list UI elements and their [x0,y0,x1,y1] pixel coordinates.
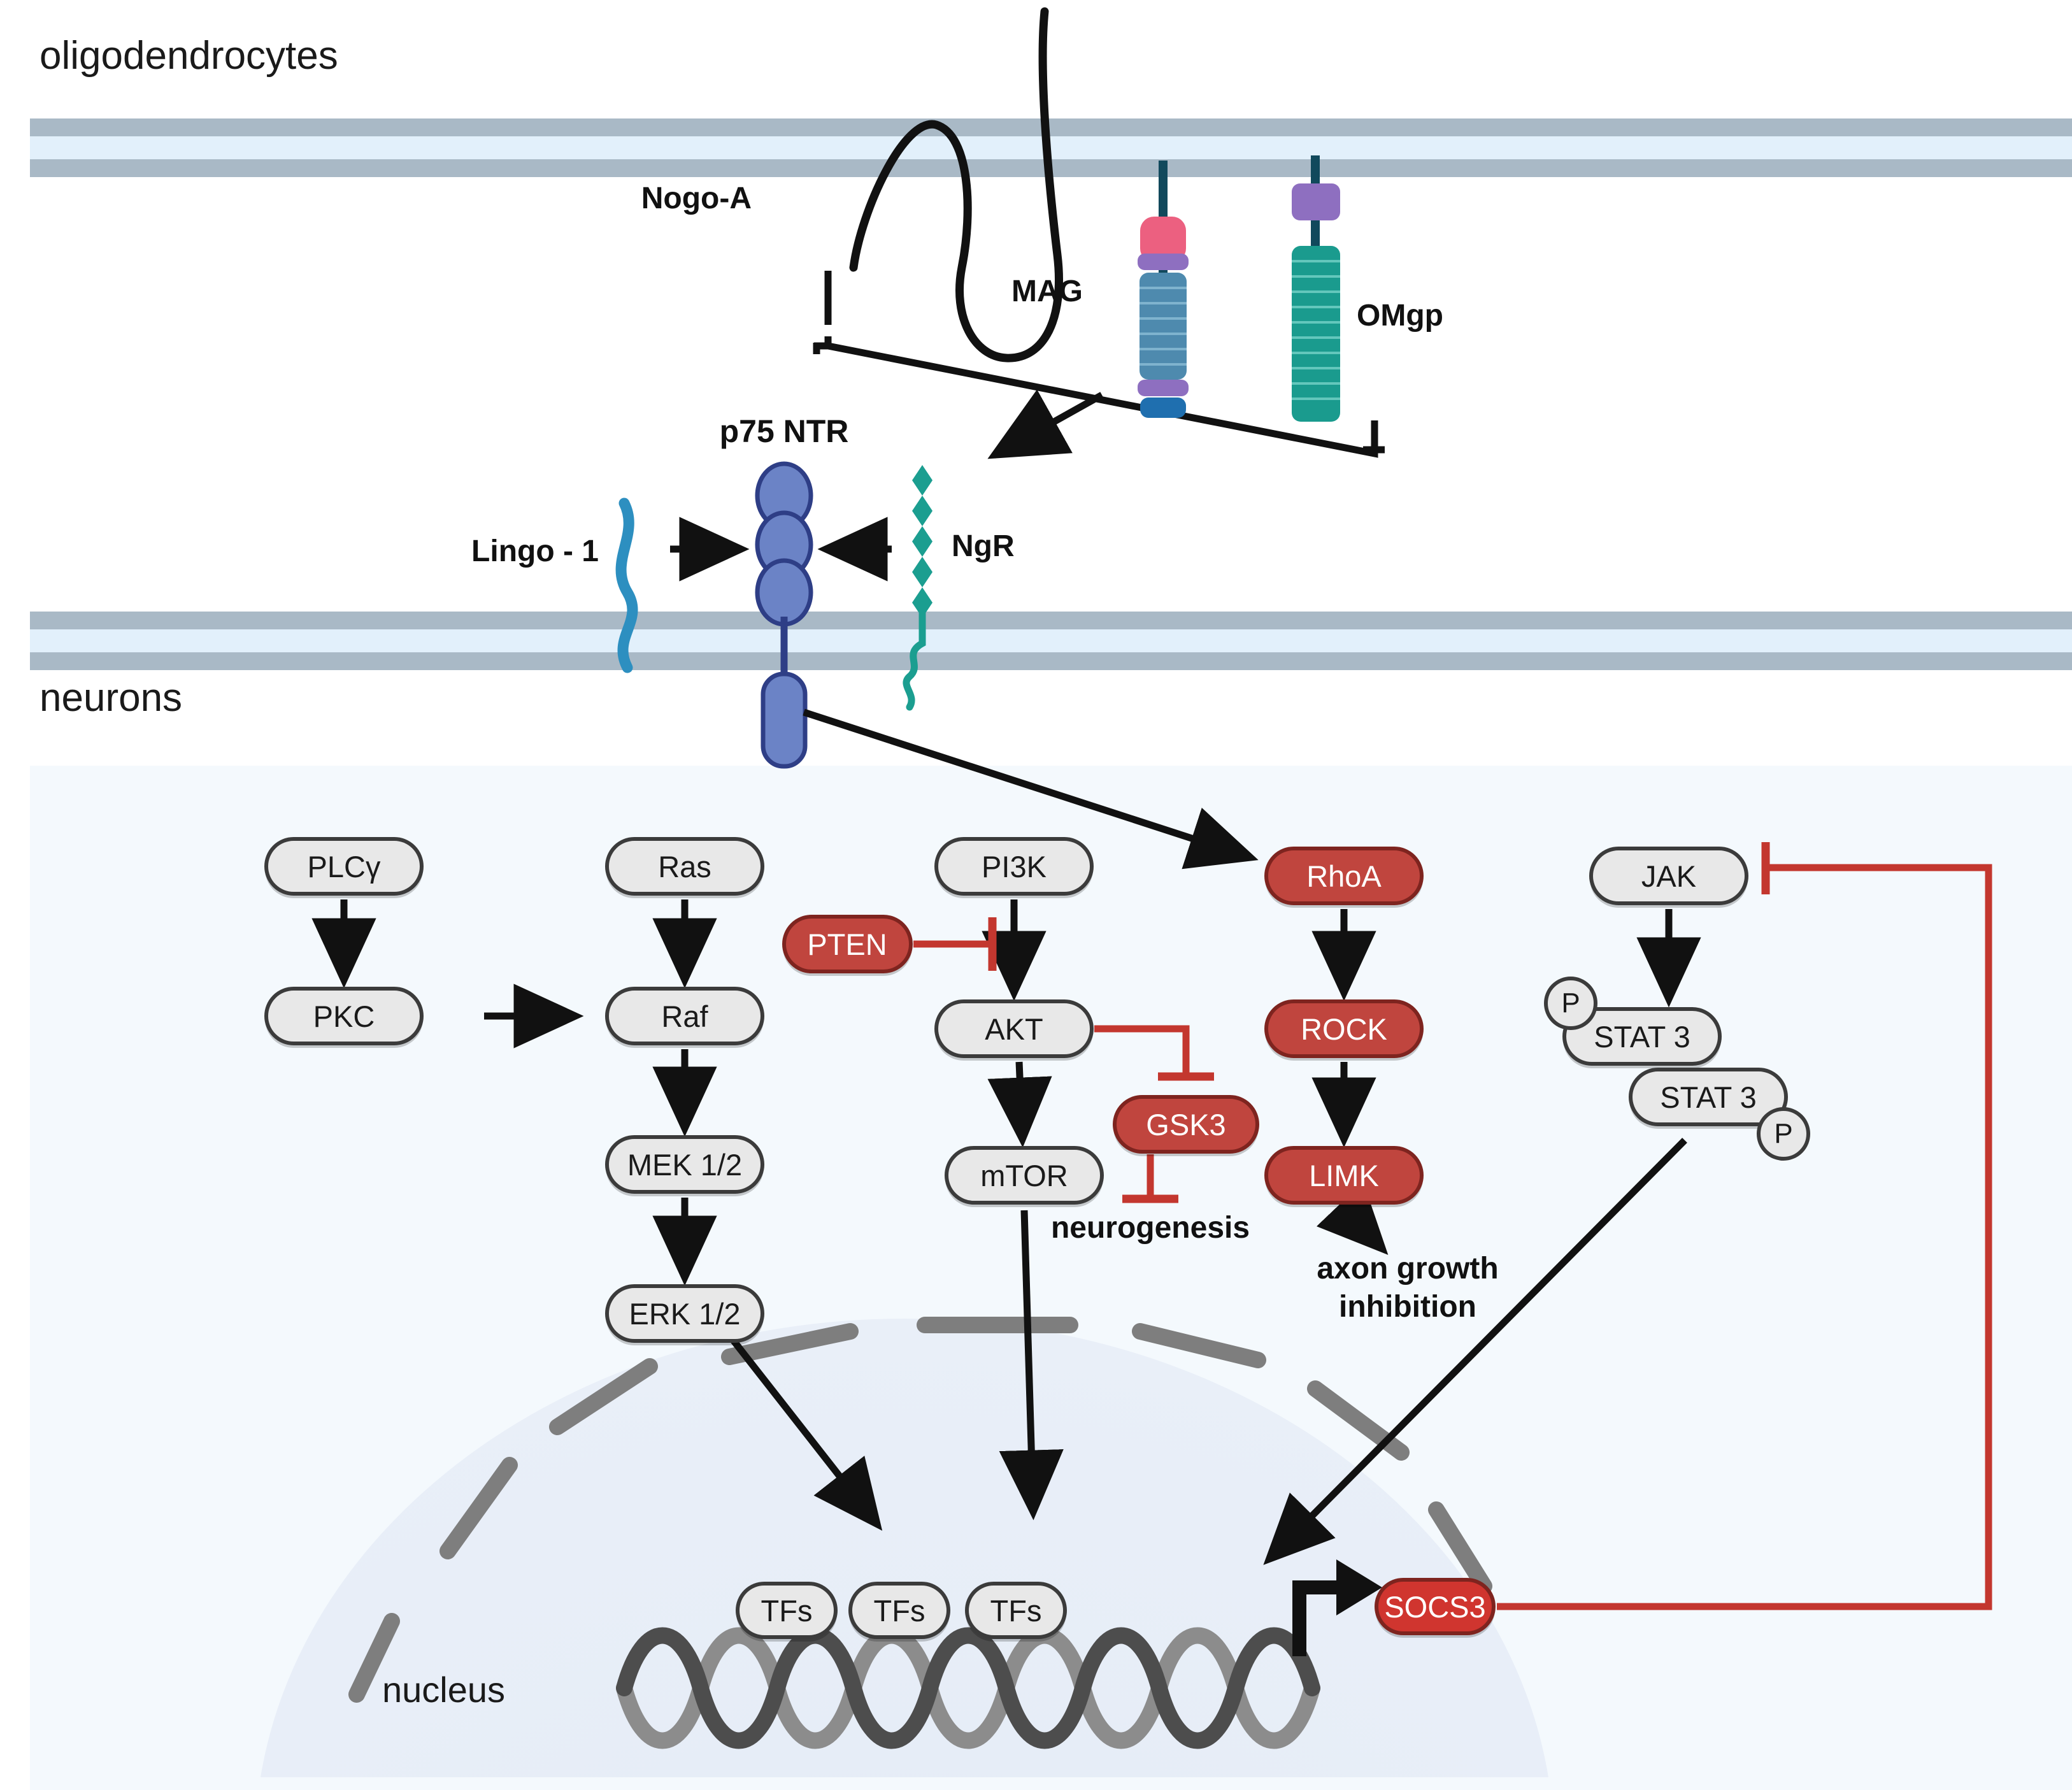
phospho-badge-p-left: P [1544,977,1597,1030]
nuclear-pore [1428,1501,1492,1594]
nogo-a-label: Nogo-A [641,182,752,215]
node-stat3b[interactable]: STAT 3 [1629,1068,1788,1126]
node-mtor[interactable]: mTOR [945,1146,1104,1205]
edge-socs3-inhibits-jak [1497,864,1992,1610]
dna-helix [616,1627,1320,1749]
node-label: STAT 3 [1660,1080,1757,1114]
node-label: STAT 3 [1594,1019,1690,1054]
promoter-arrow-icon [1292,1559,1382,1656]
neurogenesis-label: neurogenesis [1050,1211,1250,1245]
node-gsk3[interactable]: GSK3 [1113,1095,1259,1154]
dna-strand-front [616,1627,1320,1749]
node-label: RhoA [1306,859,1382,893]
inhibition-arrows [913,842,1992,1610]
ligand-convergence-bracket [813,343,1385,454]
lingo1-protein [615,498,638,673]
edge-akt-mtor [987,1061,1052,1148]
phospho-label: P [1774,1118,1793,1149]
node-socs3[interactable]: SOCS3 [1375,1578,1496,1635]
activation-arrows [311,899,1701,1565]
ngr-label: NgR [952,529,1015,563]
neuron-membrane [30,612,2072,670]
node-pi3k[interactable]: PI3K [934,837,1094,896]
node-akt[interactable]: AKT [934,999,1094,1058]
node-pkc[interactable]: PKC [264,987,424,1045]
node-label: PKC [313,999,375,1033]
node-label: PI3K [982,849,1047,884]
lingo1-label: Lingo - 1 [471,534,599,568]
neurons-label: neurons [39,676,183,720]
ligand-to-receptor-arrow [987,389,1104,459]
node-ras[interactable]: Ras [605,837,764,896]
ligand-convergence-line [814,336,1378,458]
node-plcg[interactable]: PLCγ [264,837,424,896]
nuclear-pore [439,1457,518,1559]
node-label: AKT [985,1012,1043,1046]
node-jak[interactable]: JAK [1589,847,1748,905]
p75ntr-receptor [755,461,813,769]
axon-growth-inhibition-label: axon growth inhibition [1317,1250,1498,1326]
node-label: Raf [661,999,708,1033]
node-label: mTOR [980,1158,1068,1192]
node-label: Ras [658,849,711,884]
node-label: TFs [990,1593,1042,1628]
edge-erk-nucleus [728,1335,883,1531]
node-label: PTEN [807,927,887,961]
node-label: MEK 1/2 [627,1147,743,1182]
edge-limk-axon [1316,1182,1389,1255]
node-limk[interactable]: LIMK [1264,1146,1424,1205]
nuclear-pore [549,1358,658,1435]
mag-label: MAG [1011,275,1083,308]
nuclear-pore [721,1323,859,1365]
axon-growth-line1: axon growth [1317,1252,1499,1285]
node-label: TFs [761,1593,813,1628]
edge-akt-inhibits-gsk3 [1094,1025,1190,1077]
nogo-a-protein [849,7,1063,362]
node-raf[interactable]: Raf [605,987,764,1045]
axon-growth-line2: inhibition [1339,1290,1476,1324]
p75-to-rhoa-arrow [803,708,1259,870]
edge-stat3-nucleus [1263,1138,1687,1565]
node-mek[interactable]: MEK 1/2 [605,1135,764,1194]
node-label: PLCγ [307,849,381,884]
p75ntr-label: p75 NTR [719,413,849,449]
node-label: SOCS3 [1384,1589,1486,1624]
node-rock[interactable]: ROCK [1264,999,1424,1058]
node-tfs1[interactable]: TFs [736,1582,838,1639]
nuclear-pore [1132,1323,1266,1368]
omgp-label: OMgp [1357,299,1443,333]
node-rhoa[interactable]: RhoA [1264,847,1424,905]
node-label: ROCK [1301,1012,1387,1046]
node-label: JAK [1641,859,1697,893]
oligodendrocytes-label: oligodendrocytes [39,34,338,78]
phospho-label: P [1561,987,1580,1019]
nucleus-label: nucleus [382,1670,506,1710]
mag-protein [1138,161,1189,418]
node-label: LIMK [1309,1158,1379,1192]
node-label: ERK 1/2 [629,1296,741,1331]
nuclear-pore [348,1613,400,1703]
node-erk[interactable]: ERK 1/2 [605,1284,764,1343]
node-stat3a[interactable]: STAT 3 [1562,1007,1722,1066]
node-label: TFs [873,1593,925,1628]
omgp-protein [1292,155,1340,422]
node-pten[interactable]: PTEN [782,915,913,973]
node-tfs3[interactable]: TFs [965,1582,1067,1639]
node-label: GSK3 [1146,1107,1226,1142]
ngr-receptor [903,465,932,711]
node-tfs2[interactable]: TFs [848,1582,950,1639]
phospho-badge-p-right: P [1757,1107,1810,1161]
edge-mtor-nucleus [999,1210,1064,1521]
dna-strand-back [616,1627,1320,1749]
